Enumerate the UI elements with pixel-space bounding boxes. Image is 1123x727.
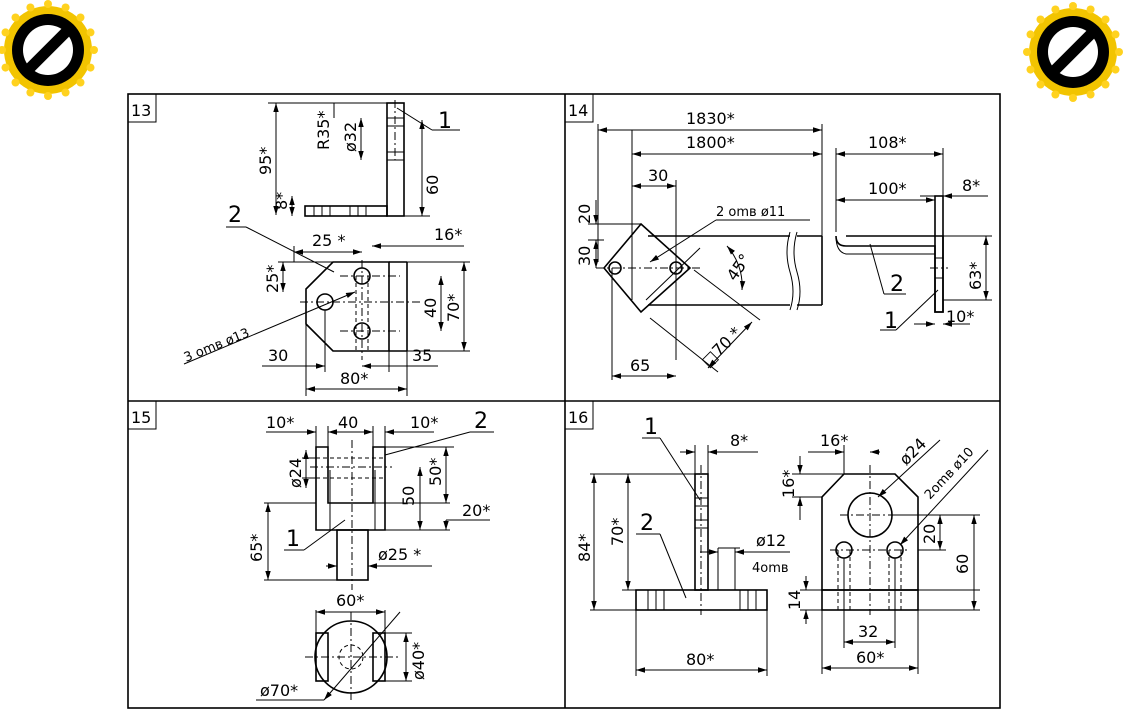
dim-32: 32 (858, 622, 878, 641)
panel-16: 16 8* 84* 70* ø12 4omв 80* 1 2 (564, 400, 989, 676)
dim-10-left: 10* (266, 413, 294, 432)
part-label-1: 1 (438, 109, 452, 134)
part-label-1: 1 (644, 415, 658, 440)
dim-25-top: 25 * (312, 231, 345, 250)
panel-number: 14 (568, 101, 588, 120)
dim-r35: R35* (314, 111, 333, 150)
part-label-2: 2 (474, 409, 488, 434)
dim-d24: ø24 (895, 434, 930, 469)
dim-30-horiz: 30 (648, 166, 668, 185)
dim-d32: ø32 (341, 122, 360, 152)
part-label-2: 2 (640, 511, 654, 536)
dim-holes: 3 omв ø13 (182, 326, 252, 366)
dim-108: 108* (868, 133, 907, 152)
dim-50: 50 (399, 486, 418, 506)
dim-8: 8* (962, 176, 980, 195)
dim-holes: 2 omв ø11 (716, 205, 785, 220)
panel-14: 14 1830* 1800* 30 2 omв ø11 20 30 45° (564, 93, 992, 380)
dim-20: 20 (920, 524, 939, 544)
dim-16: 16* (434, 225, 462, 244)
dim-60-horiz: 60* (856, 648, 884, 667)
dim-1800: 1800* (686, 133, 735, 152)
dim-60: 60* (336, 591, 364, 610)
dim-63: 63* (966, 262, 985, 290)
dim-d24: ø24 (286, 458, 305, 488)
dim-8: 8* (730, 431, 748, 450)
dim-65: 65* (247, 534, 266, 562)
dim-65: 65 (630, 356, 650, 375)
part-label-1: 1 (286, 527, 300, 552)
dim-sq70: □70 * (697, 323, 745, 371)
dim-60-vert: 60 (953, 554, 972, 574)
dim-60: 60 (423, 175, 442, 195)
panel-number: 16 (568, 408, 588, 427)
dim-35: 35 (412, 346, 432, 365)
dim-80: 80* (340, 369, 368, 388)
panel-number: 13 (131, 101, 151, 120)
dim-30: 30 (268, 346, 288, 365)
dim-10: 10* (946, 307, 974, 326)
dim-2holes: 2omв ø10 (922, 445, 977, 503)
prohibited-badge-icon-left (0, 0, 98, 100)
dim-40: 40 (421, 298, 440, 318)
dim-14: 14 (785, 590, 804, 610)
dim-70: 70* (608, 518, 627, 546)
prohibited-badge-icon-right (1023, 2, 1123, 102)
dim-70: 70* (444, 294, 463, 322)
dim-25-vert: 25* (263, 265, 282, 293)
part-label-2: 2 (890, 272, 904, 297)
dim-d25: ø25 * (378, 545, 421, 564)
dim-8: 8* (272, 192, 291, 210)
dim-45: 45° (723, 250, 755, 284)
dim-40: 40 (338, 413, 358, 432)
dim-100: 100* (868, 179, 907, 198)
part-label-1: 1 (884, 309, 898, 334)
dim-d40: ø40* (409, 642, 428, 680)
dim-84: 84* (575, 534, 594, 562)
dim-10-right: 10* (410, 413, 438, 432)
part-label-2: 2 (228, 203, 242, 228)
dim-1830: 1830* (686, 109, 735, 128)
panel-13: 13 1 95* R35* ø32 8* 60 (127, 93, 470, 396)
dim-d70: ø70* (260, 681, 298, 700)
dim-80: 80* (686, 650, 714, 669)
dim-95: 95* (256, 147, 275, 175)
dim-30-vert: 30 (575, 246, 594, 266)
dim-16-vert: 16* (779, 470, 798, 498)
panel-15: 15 10* 40 10* ø24 50 50* 20* 2 1 (127, 400, 494, 701)
dim-20: 20 (575, 204, 594, 224)
dim-d12: ø12 (756, 531, 786, 550)
dim-20: 20* (462, 501, 490, 520)
panel-number: 15 (131, 408, 151, 427)
dim-4holes: 4omв (752, 561, 789, 576)
dim-16-horiz: 16* (820, 431, 848, 450)
dim-50-star: 50* (426, 458, 445, 486)
